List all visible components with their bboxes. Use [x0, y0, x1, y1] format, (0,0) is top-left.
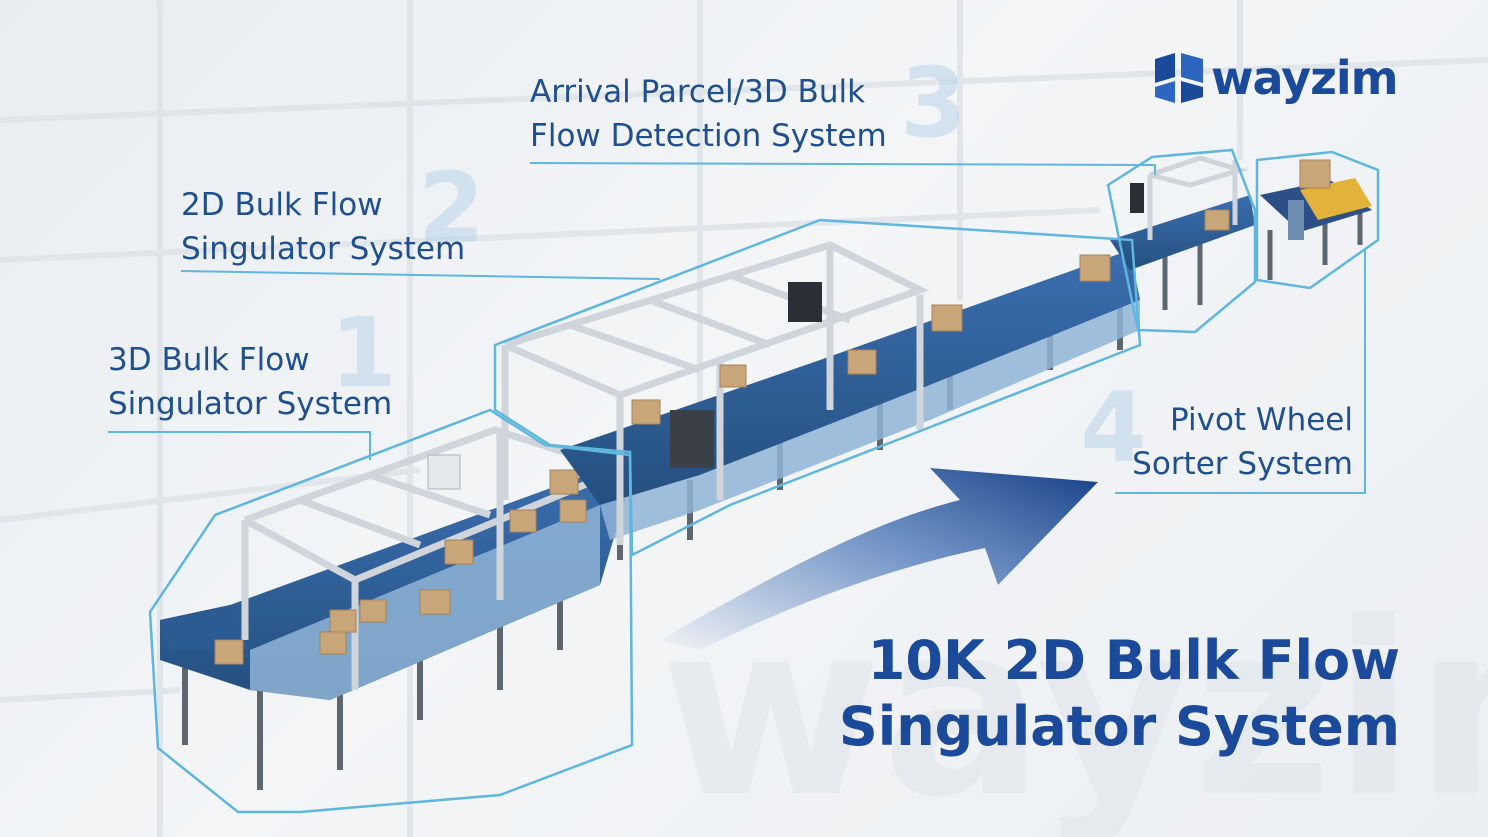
- section-1-number: 1: [330, 297, 397, 409]
- section-4-number: 4: [1080, 372, 1147, 484]
- section-2-number: 2: [418, 152, 485, 264]
- section-2-label-line2: Singulator System: [181, 231, 466, 267]
- brand-name: wayzim: [1211, 51, 1399, 105]
- label-leader-lines: [108, 162, 1366, 494]
- section-4-equipment: [1260, 159, 1372, 280]
- section-4-label-line2: Sorter System: [1132, 446, 1353, 482]
- main-title: 10K 2D Bulk Flow Singulator System: [839, 628, 1400, 760]
- section-3-outline: [1106, 148, 1257, 334]
- section-2-label: 2D Bulk Flow Singulator System: [181, 183, 465, 271]
- section-1-label-line2: Singulator System: [108, 386, 393, 422]
- section-1-outline: [148, 408, 634, 814]
- section-4-label-line1: Pivot Wheel: [1169, 402, 1353, 438]
- flow-direction-arrow-icon: [660, 468, 1098, 650]
- cube-logo-icon: [1155, 53, 1203, 103]
- section-4-outline: [1255, 150, 1380, 290]
- main-title-line2: Singulator System: [838, 695, 1400, 758]
- main-title-line1: 10K 2D Bulk Flow: [867, 629, 1400, 692]
- section-1-label: 3D Bulk Flow Singulator System: [108, 338, 392, 426]
- section-outlines: [148, 148, 1380, 814]
- section-2-equipment: [501, 241, 1140, 560]
- section-3-label-line1: Arrival Parcel/3D Bulk: [530, 74, 866, 110]
- section-1-equipment: [160, 426, 631, 790]
- section-2-outline: [493, 218, 1142, 558]
- section-2-label-line1: 2D Bulk Flow: [181, 187, 383, 223]
- section-1-label-line1: 3D Bulk Flow: [108, 342, 310, 378]
- section-3-label: Arrival Parcel/3D Bulk Flow Detection Sy…: [530, 70, 887, 158]
- section-3-number: 3: [900, 47, 967, 159]
- section-3-label-line2: Flow Detection System: [530, 118, 887, 154]
- section-4-label: Pivot Wheel Sorter System: [1115, 398, 1353, 486]
- brand-watermark: wayzim: [660, 570, 1488, 837]
- brand-logo: wayzim: [1153, 50, 1399, 106]
